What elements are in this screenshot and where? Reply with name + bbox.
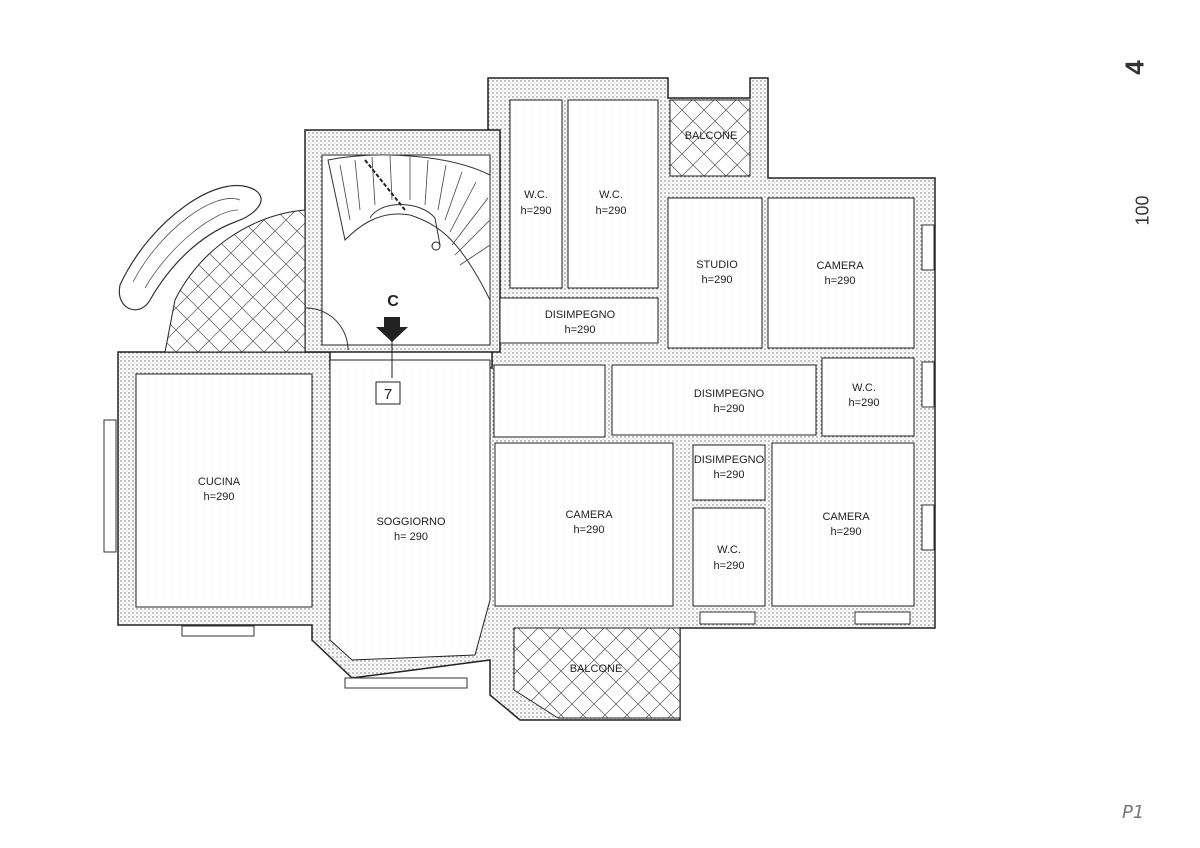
disimpegno-top-height: h=290 (565, 324, 596, 336)
wc-top-right-height: h=290 (596, 205, 627, 217)
page-note: P1 (1122, 802, 1145, 823)
camera-center-height: h=290 (574, 524, 605, 536)
room-number: 7 (384, 386, 392, 403)
room-interiors (135, 99, 915, 661)
balcone-bottom-label: BALCONE (570, 663, 623, 675)
wc-top-left-height: h=290 (521, 205, 552, 217)
camera-right-label: CAMERA (822, 511, 870, 523)
wc-right-height: h=290 (849, 397, 880, 409)
wc-top-right-label: W.C. (599, 189, 623, 201)
wc-bottom-height: h=290 (714, 560, 745, 572)
studio-height: h=290 (702, 274, 733, 286)
balcone-top-label: BALCONE (685, 130, 738, 142)
room-number-box (375, 381, 401, 405)
camera-right-height: h=290 (831, 526, 862, 538)
sheet-number: 4 (1119, 60, 1150, 75)
disimpegno-top-label: DISIMPEGNO (545, 309, 616, 321)
disimpegno-small-height: h=290 (714, 469, 745, 481)
cucina-label: CUCINA (198, 476, 241, 488)
section-marker-label: C (387, 293, 399, 310)
camera-top-height: h=290 (825, 275, 856, 287)
disimpegno-center-height: h=290 (714, 403, 745, 415)
curved-terrace (118, 185, 306, 353)
soggiorno-label: SOGGIORNO (376, 516, 446, 528)
cucina-height: h=290 (204, 491, 235, 503)
wc-bottom-label: W.C. (717, 544, 741, 556)
window-sills (103, 224, 935, 689)
room-labels: W.C. h=290 W.C. h=290 BALCONE STUDIO h=2… (198, 130, 880, 675)
wc-top-left-label: W.C. (524, 189, 548, 201)
camera-center-label: CAMERA (565, 509, 613, 521)
camera-top-label: CAMERA (816, 260, 864, 272)
wc-right-label: W.C. (852, 382, 876, 394)
balcone-bottom (513, 627, 681, 719)
disimpegno-center-label: DISIMPEGNO (694, 388, 765, 400)
disimpegno-small-label: DISIMPEGNO (694, 454, 765, 466)
balcone-top (669, 99, 751, 177)
section-arrow: C (376, 293, 408, 378)
stair-hall (305, 154, 491, 351)
scale-label: 100 (1132, 195, 1153, 226)
studio-label: STUDIO (696, 259, 738, 271)
soggiorno-height: h= 290 (394, 531, 428, 543)
